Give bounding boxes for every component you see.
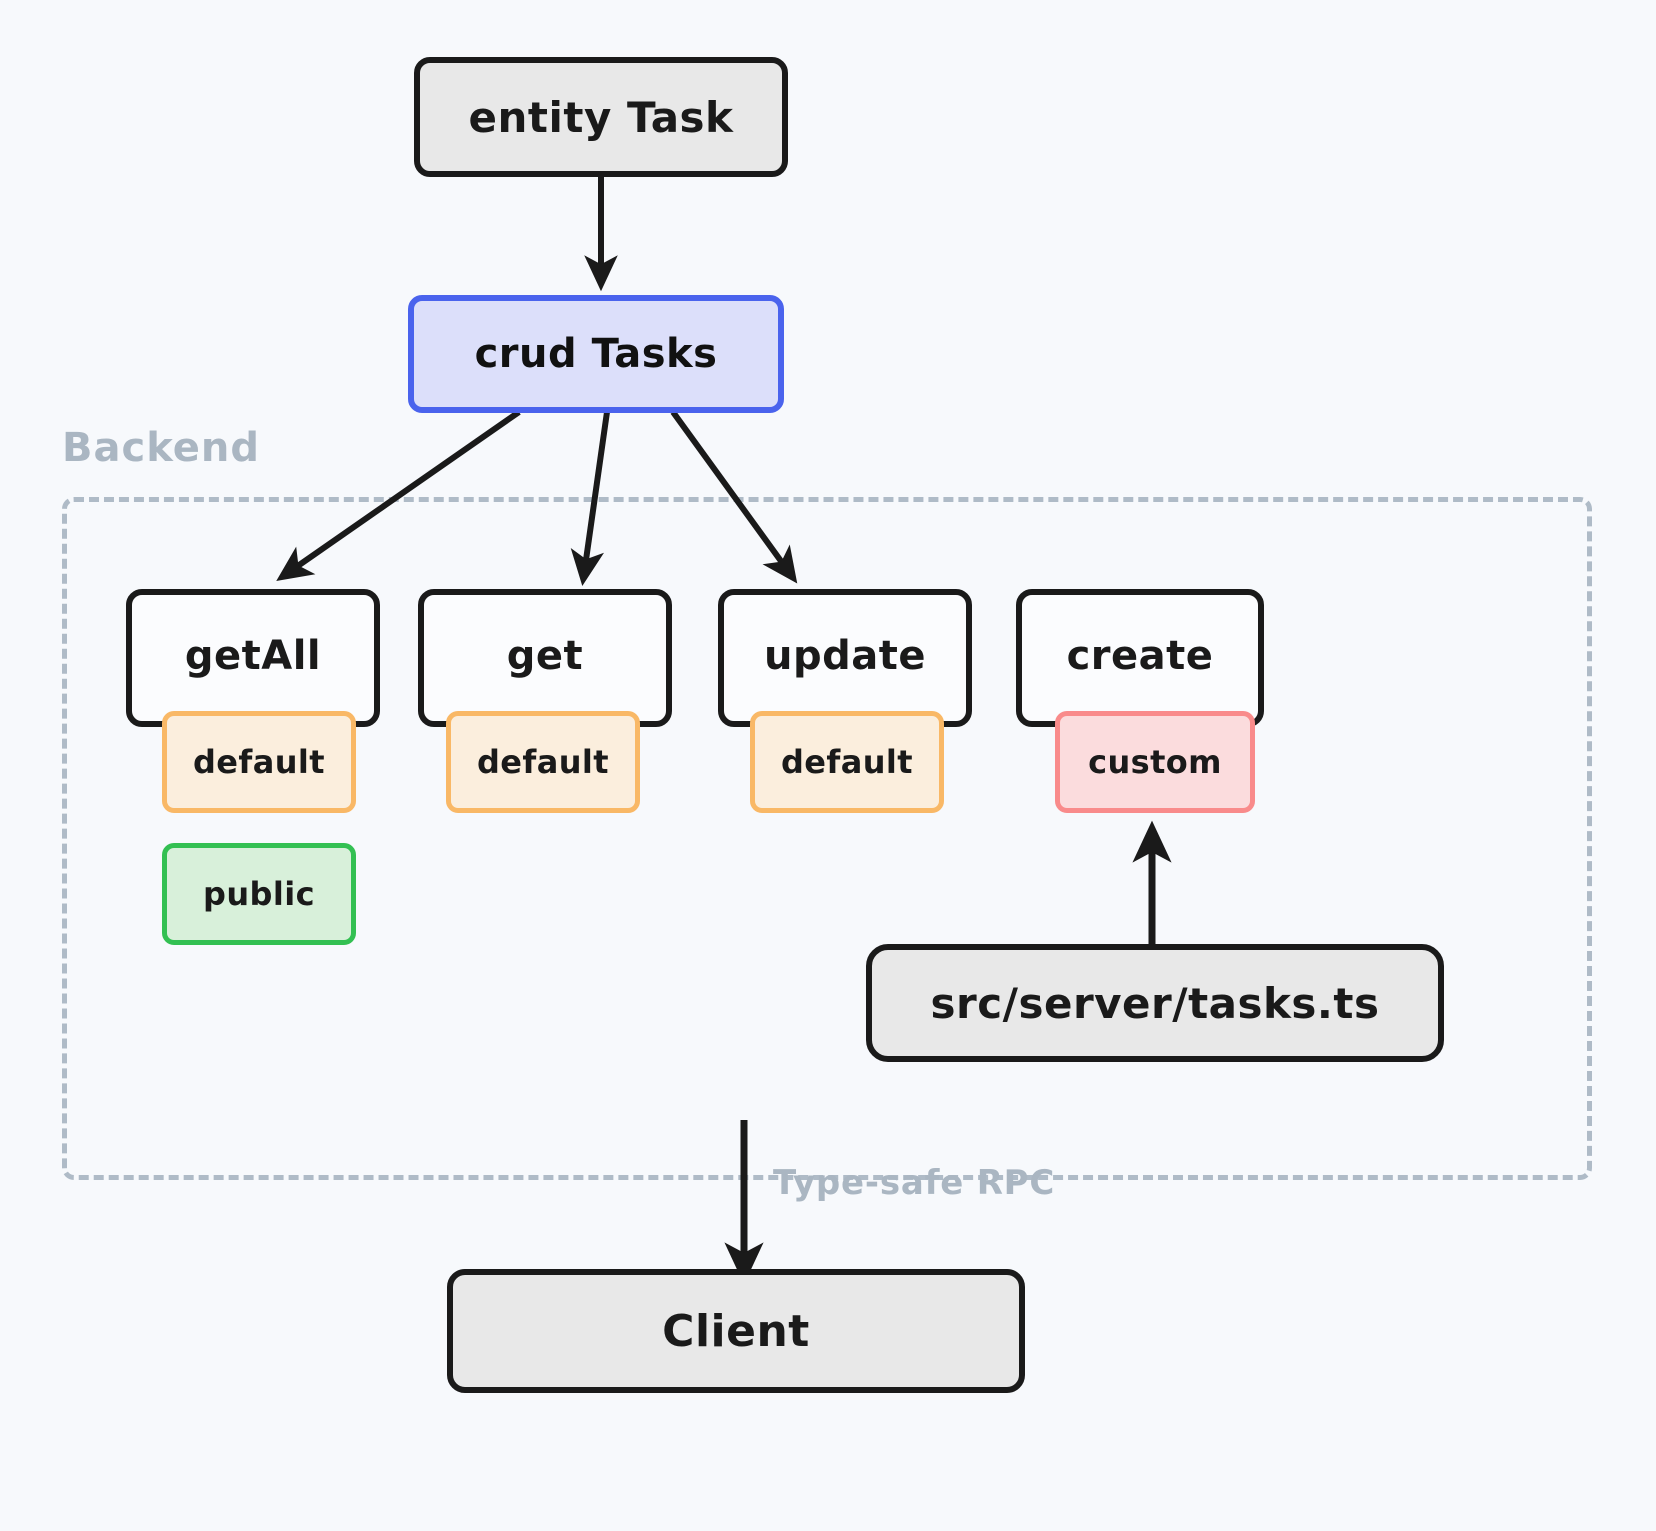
group-label-backend: Backend bbox=[62, 425, 260, 471]
tag-update-default-label: default bbox=[781, 743, 913, 781]
node-client-label: Client bbox=[662, 1305, 810, 1357]
node-entity-task-label: entity Task bbox=[468, 92, 734, 142]
backend-group-box bbox=[62, 497, 1592, 1180]
edge-label-type-safe-rpc: Type-safe RPC bbox=[773, 1163, 1056, 1203]
tag-getall-default-label: default bbox=[193, 743, 325, 781]
node-crud-tasks[interactable]: crud Tasks bbox=[408, 295, 784, 413]
node-method-update[interactable]: update bbox=[718, 589, 972, 727]
node-method-get-label: get bbox=[506, 633, 584, 679]
tag-getall-default[interactable]: default bbox=[162, 711, 356, 813]
node-method-getall[interactable]: getAll bbox=[126, 589, 380, 727]
node-method-getall-label: getAll bbox=[184, 633, 322, 679]
node-entity-task[interactable]: entity Task bbox=[414, 57, 788, 177]
tag-update-default[interactable]: default bbox=[750, 711, 944, 813]
node-method-create[interactable]: create bbox=[1016, 589, 1264, 727]
tag-getall-public-label: public bbox=[203, 875, 315, 913]
node-crud-tasks-label: crud Tasks bbox=[474, 331, 718, 377]
tag-get-default[interactable]: default bbox=[446, 711, 640, 813]
tag-create-custom-label: custom bbox=[1088, 743, 1222, 781]
node-method-get[interactable]: get bbox=[418, 589, 672, 727]
node-client[interactable]: Client bbox=[447, 1269, 1025, 1393]
tag-create-custom[interactable]: custom bbox=[1055, 711, 1255, 813]
node-source-file-label: src/server/tasks.ts bbox=[930, 978, 1380, 1028]
node-source-file[interactable]: src/server/tasks.ts bbox=[866, 944, 1444, 1062]
tag-get-default-label: default bbox=[477, 743, 609, 781]
tag-getall-public[interactable]: public bbox=[162, 843, 356, 945]
node-method-create-label: create bbox=[1066, 633, 1214, 679]
node-method-update-label: update bbox=[764, 633, 926, 679]
